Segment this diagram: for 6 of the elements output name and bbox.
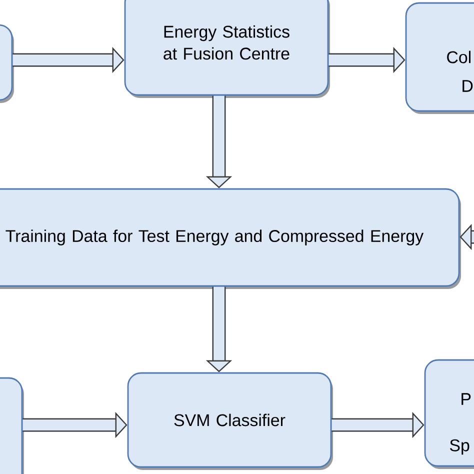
process-box [0, 24, 14, 103]
process-box: SVM Classifier [127, 372, 333, 470]
process-box: Training Data for Test Energy and Compressed Energy [0, 188, 461, 289]
process-box: Energy Statistics at Fusion Centre [124, 0, 330, 98]
process-box: Col D [405, 2, 474, 114]
process-box [0, 377, 24, 474]
